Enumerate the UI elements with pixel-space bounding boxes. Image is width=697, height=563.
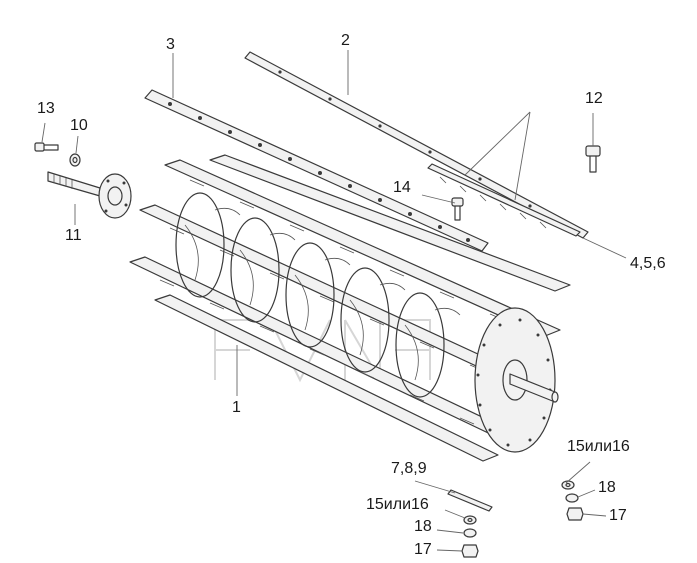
hardware-left <box>461 515 479 558</box>
callout-17-right: 17 <box>609 507 627 524</box>
part-12-bolt <box>585 145 601 173</box>
part-3-strip <box>144 89 489 252</box>
callout-11: 11 <box>65 227 82 244</box>
leader-lines <box>41 50 627 552</box>
part-2-strip <box>244 51 589 239</box>
callout-14: 14 <box>393 179 411 196</box>
part-1-drum <box>129 154 571 462</box>
part-10-washer <box>69 153 81 167</box>
callout-3: 3 <box>166 36 175 53</box>
callout-18-left: 18 <box>414 518 432 535</box>
callout-13: 13 <box>37 100 55 117</box>
callout-12: 12 <box>585 90 603 107</box>
hardware-right <box>561 480 584 521</box>
part-11-shaft <box>47 171 132 219</box>
callout-18-right: 18 <box>598 479 616 496</box>
callout-1: 1 <box>232 399 241 416</box>
callout-4-5-6: 4,5,6 <box>630 255 666 272</box>
callout-17-left: 17 <box>414 541 432 558</box>
callout-10: 10 <box>70 117 88 134</box>
callout-2: 2 <box>341 32 350 49</box>
part-13-bolt <box>34 142 59 152</box>
part-4-knife <box>427 163 581 237</box>
callout-7-8-9: 7,8,9 <box>391 460 427 477</box>
callout-15-or-16-left: 15или16 <box>366 496 429 513</box>
callout-15-or-16-right: 15или16 <box>567 438 630 455</box>
part-14-bolt <box>451 197 464 221</box>
